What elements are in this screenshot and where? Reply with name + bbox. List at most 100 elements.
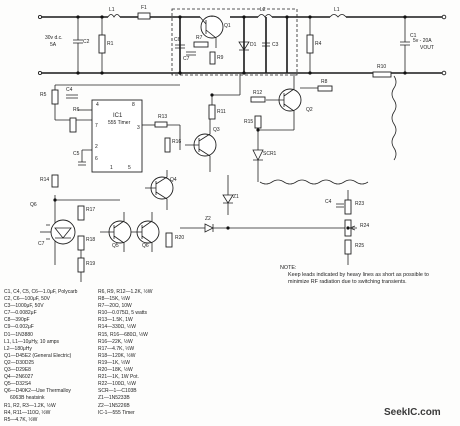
label-l2: L2 [260,7,266,13]
parts-item: R7—20Ω, 10W [98,303,132,310]
timer-pin-3: 3 [137,125,140,131]
timer-pin-7: 7 [95,123,98,129]
parts-item: C2, C6—100μF, 50V [4,296,50,303]
label-q1: Q1 [224,23,231,29]
label-c3: C3 [272,42,279,48]
timer-pin-1: 1 [110,165,113,171]
parts-item: R17—4.7K, ½W [98,345,135,352]
parts-item: R22—100Ω, ½W [98,381,136,388]
timer-pin-2: 2 [95,144,98,150]
label-c1: C1 [410,33,417,39]
label-c2: C2 [83,39,90,45]
label-c8: C7 [38,241,45,247]
parts-item: Q6—D40K2—Use Thermalloy [4,388,71,395]
label-q4: Q4 [170,177,177,183]
label-r7: R7 [196,35,203,41]
label-r24: R24 [360,223,370,229]
timer-ref: IC1 [113,113,123,119]
timer-name: 555 Timer [108,120,131,126]
label-r4: R4 [315,41,322,47]
parts-item: Q3—D29E8 [4,367,31,374]
label-r5: R5 [40,92,47,98]
label-l1-left: L1 [109,7,115,13]
parts-item: R16—22K, ½W [98,338,133,345]
parts-item: C8—390pF [4,317,30,324]
watermark-logo: SeekIC.com [384,407,441,418]
label-r12: R12 [253,90,263,96]
parts-item: R14—330Ω, ½W [98,324,136,331]
label-r13: R13 [158,114,168,120]
parts-item: L2—180μHy [4,345,32,352]
parts-item: Z1—1N5233B [98,395,130,402]
label-r17: R17 [86,207,96,213]
label-z1: Z1 [233,194,239,200]
parts-item: C7—0.0082μF [4,310,37,317]
output-voltage-label: 5v - 20A [413,38,432,44]
parts-list-left: C1, C4, C5, C6—1.0μF, Polycarb C2, C6—10… [4,289,78,425]
parts-item: L1, L1—10μHy, 10 amps [4,338,60,345]
parts-item: Q4—2N6027 [4,374,34,381]
label-c4: C4 [66,87,73,93]
label-l1-right: L1 [334,7,340,13]
label-r16: R16 [172,139,182,145]
parts-item: C9—0.002μF [4,324,34,331]
parts-item: C1, C4, C5, C6—1.0μF, Polycarb [4,289,78,295]
label-r19: R19 [86,261,96,267]
input-current-label: 5A [50,42,57,48]
label-r9: R9 [217,55,224,61]
parts-list-right: R6, R9, R12—1.2K, ½W R8—15K, ½W R7—20Ω, … [98,289,153,418]
parts-item: R10—0.075Ω, 5 watts [98,310,148,317]
parts-item: R21—1K, 1W Pot. [98,374,139,381]
parts-item: Q1—D45E2 (General Electric) [4,352,72,359]
parts-item: Q5—D32S4 [4,381,31,388]
label-r20: R20 [175,235,185,241]
parts-item: Z2—1N5226B [98,402,130,409]
label-r23: R23 [355,201,365,207]
timer-pin-4: 4 [96,102,99,108]
label-c7: C7 [183,56,190,62]
timer-pin-6: 6 [95,156,98,162]
note-line-2: minimize RF radiation due to switching t… [288,279,407,285]
timer-pin-5: 5 [128,165,131,171]
timer-pin-8: 8 [132,102,135,108]
parts-item: R20—18K, ½W [98,367,133,374]
note-title: NOTE: [280,265,297,271]
label-q2: Q2 [306,107,313,113]
parts-item: IC-1—555 Timer [98,409,135,416]
parts-item: R1, R2, R3—1.2K, ½W [4,402,56,409]
parts-item: C3—1000μF, 50V [4,303,44,310]
parts-item: R15, R16—680Ω, ½W [98,331,148,338]
label-r6: R6 [73,107,80,113]
note-line-1: Keep leads indicated by heavy lines as s… [288,272,429,278]
label-c5: C5 [73,151,80,157]
output-vout-label: VOUT [420,45,434,51]
label-q5: Q5 [112,243,119,249]
label-z2: Z2 [205,216,211,222]
label-r18: R18 [86,237,96,243]
label-r11: R11 [217,109,226,115]
parts-item: R19—1K, ½W [98,359,130,366]
label-scr: SCR1 [263,151,277,157]
label-r8: R8 [321,79,328,85]
label-r1: R1 [107,41,114,47]
label-q3: Q3 [213,127,220,133]
label-q6b: Q6 [142,243,149,249]
parts-item: 6063B heatsink [10,395,45,402]
label-r14: R14 [40,177,50,183]
parts-item: SCR—1—C103B [98,388,137,395]
parts-item: R6, R9, R12—1.2K, ½W [98,289,153,295]
parts-item: R4, R11—110Ω, ½W [4,409,51,416]
parts-item: R8—15K, ½W [98,296,130,303]
parts-item: D1—1N3880 [4,331,33,338]
input-voltage-label: 30v d.c. [45,35,63,41]
label-c9: C4 [325,199,332,205]
label-fuse: F1 [141,5,147,11]
label-c6: C6 [174,37,181,43]
parts-item: R5—4.7K, ½W [4,416,38,423]
label-r10: R10 [377,64,387,70]
parts-item: Q2—D30D25 [4,359,35,366]
label-q6: Q6 [30,202,37,208]
parts-item: R18—120K, ½W [98,352,136,359]
